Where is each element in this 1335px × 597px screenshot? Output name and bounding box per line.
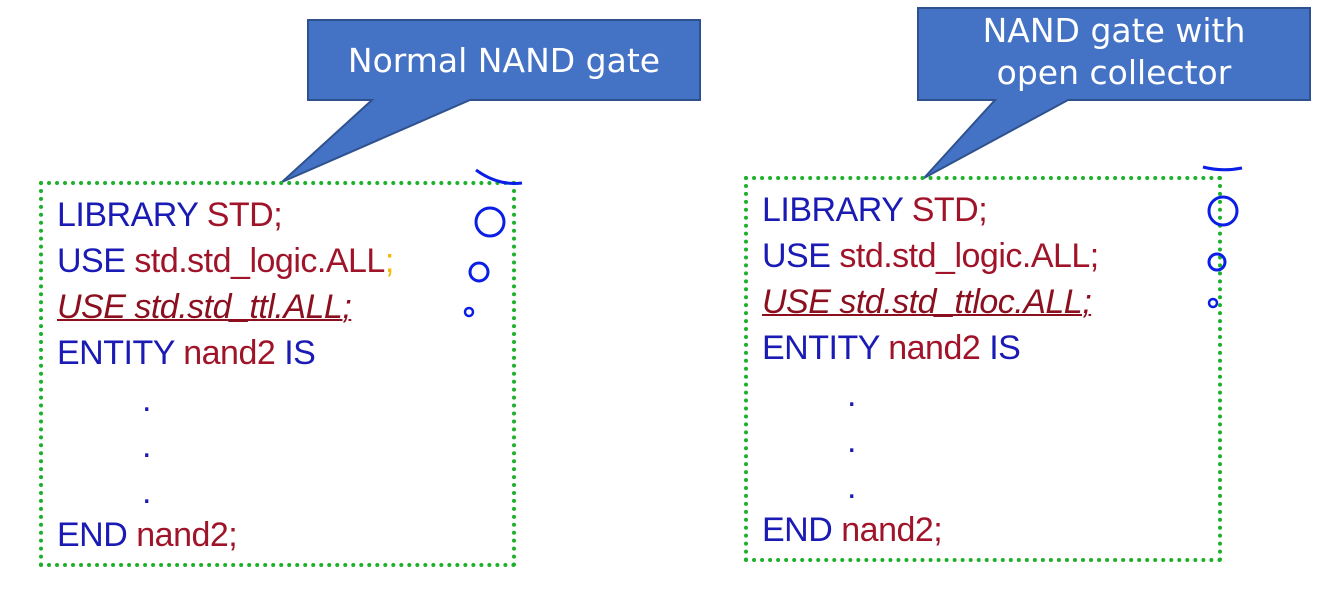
ellipsis-dot: .	[142, 473, 152, 511]
keyword: ENTITY	[57, 334, 175, 372]
identifier: nand2;	[841, 511, 943, 549]
code-line-use-logic: USE std.std_logic.ALL;	[57, 241, 394, 281]
code-line-library: LIBRARY STD;	[57, 195, 283, 235]
ellipsis-dot: .	[142, 381, 152, 419]
callout-label-open-collector: NAND gate with open collector	[918, 10, 1310, 94]
code-line-use-ttloc: USE std.std_ttloc.ALL;	[762, 283, 1092, 321]
callout-label-line2: open collector	[996, 53, 1232, 92]
semicolon: ;	[384, 242, 394, 280]
code-line-use-ttl: USE std.std_ttl.ALL;	[57, 288, 352, 326]
code-line-use-logic: USE std.std_logic.ALL;	[762, 236, 1099, 276]
identifier: STD;	[206, 196, 283, 234]
code-line-entity: ENTITY nand2 IS	[762, 328, 1021, 368]
keyword: END	[57, 516, 128, 554]
keyword: IS	[989, 329, 1021, 367]
identifier: nand2	[888, 329, 981, 367]
code-line-entity: ENTITY nand2 IS	[57, 333, 316, 373]
code-line-library: LIBRARY STD;	[762, 190, 988, 230]
identifier: nand2;	[136, 516, 238, 554]
code-panel-normal: LIBRARY STD; USE std.std_logic.ALL; USE …	[39, 181, 516, 567]
ellipsis-dot: .	[142, 427, 152, 465]
keyword: USE	[762, 237, 831, 275]
keyword: LIBRARY	[762, 191, 903, 229]
ellipsis-dot: .	[847, 422, 857, 460]
code-line-end: END nand2;	[57, 515, 238, 555]
keyword: LIBRARY	[57, 196, 198, 234]
ellipsis-dot: .	[847, 468, 857, 506]
identifier: STD;	[911, 191, 988, 229]
callout-label-normal: Normal NAND gate	[308, 40, 700, 82]
keyword: ENTITY	[762, 329, 880, 367]
arc-stroke-right	[1202, 165, 1243, 172]
identifier: nand2	[183, 334, 276, 372]
ellipsis-dot: .	[847, 376, 857, 414]
callout-label-text: Normal NAND gate	[347, 41, 661, 80]
keyword: END	[762, 511, 833, 549]
keyword: USE	[57, 242, 126, 280]
identifier: std.std_logic.ALL;	[839, 237, 1099, 275]
code-line-end: END nand2;	[762, 510, 943, 550]
identifier: std.std_logic.ALL	[134, 242, 385, 280]
callout-label-line1: NAND gate with	[982, 11, 1246, 50]
code-panel-open-collector: LIBRARY STD; USE std.std_logic.ALL; USE …	[744, 176, 1222, 562]
keyword: IS	[284, 334, 316, 372]
